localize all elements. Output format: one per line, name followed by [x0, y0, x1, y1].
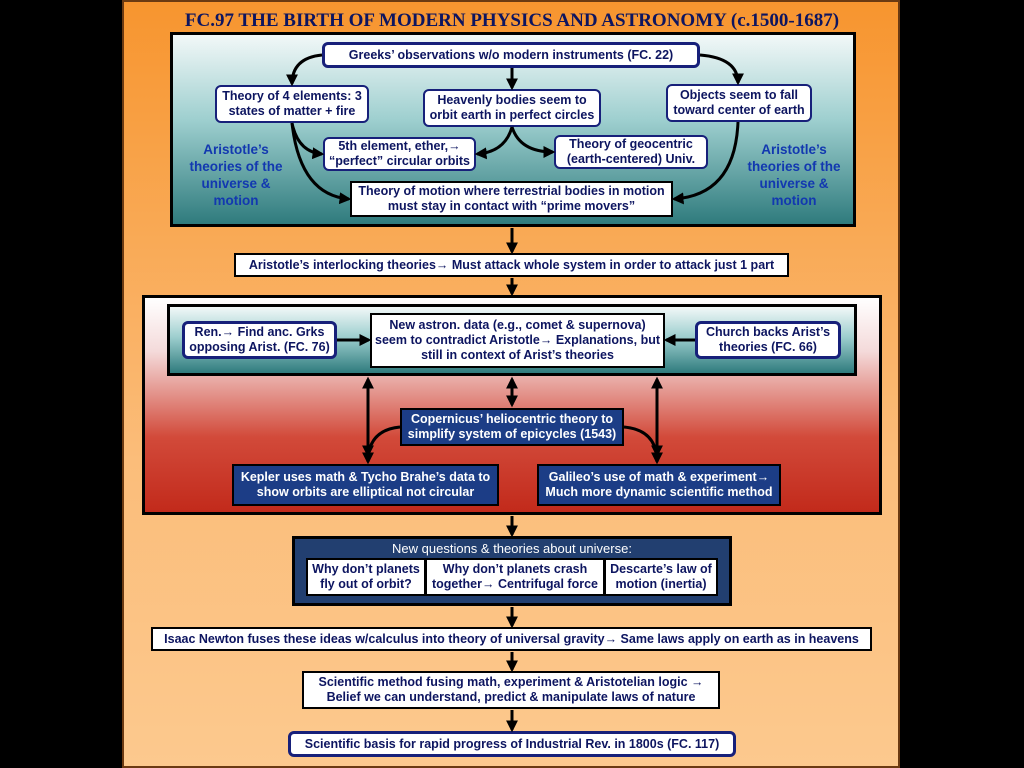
geocentric-box: Theory of geocentric (earth-centered) Un…	[554, 135, 708, 169]
question-orbit-box: Why don’t planets fly out of orbit?	[306, 558, 426, 596]
interlocking-theories-box: Aristotle’s interlocking theories→ Must …	[234, 253, 789, 277]
astron-data-box: New astron. data (e.g., comet & supernov…	[370, 313, 665, 368]
renaissance-box: Ren.→ Find anc. Grks opposing Arist. (FC…	[182, 321, 337, 359]
aristotle-label-right: Aristotle’s theories of the universe & m…	[747, 142, 841, 208]
objects-fall-box: Objects seem to fall toward center of ea…	[666, 84, 812, 122]
galileo-box: Galileo’s use of math & experiment→ Much…	[537, 464, 781, 506]
new-questions-header: New questions & theories about universe:	[392, 541, 632, 556]
scientific-method-box: Scientific method fusing math, experimen…	[302, 671, 720, 709]
heavenly-bodies-box: Heavenly bodies seem to orbit earth in p…	[423, 89, 601, 127]
kepler-box: Kepler uses math & Tycho Brahe’s data to…	[232, 464, 499, 506]
aristotle-label-left: Aristotle’s theories of the universe & m…	[189, 142, 283, 208]
greeks-observations-box: Greeks’ observations w/o modern instrume…	[322, 42, 700, 68]
descartes-box: Descarte’s law of motion (inertia)	[604, 558, 718, 596]
ether-box: 5th element, ether,→ “perfect” circular …	[323, 137, 476, 171]
newton-box: Isaac Newton fuses these ideas w/calculu…	[151, 627, 872, 651]
page-title: FC.97 THE BIRTH OF MODERN PHYSICS AND AS…	[184, 10, 840, 31]
question-crash-box: Why don’t planets crash together→ Centri…	[425, 558, 605, 596]
copernicus-box: Copernicus’ heliocentric theory to simpl…	[400, 408, 624, 446]
industrial-revolution-box: Scientific basis for rapid progress of I…	[288, 731, 736, 757]
church-box: Church backs Arist’s theories (FC. 66)	[695, 321, 841, 359]
four-elements-box: Theory of 4 elements: 3 states of matter…	[215, 85, 369, 123]
motion-theory-box: Theory of motion where terrestrial bodie…	[350, 181, 673, 217]
